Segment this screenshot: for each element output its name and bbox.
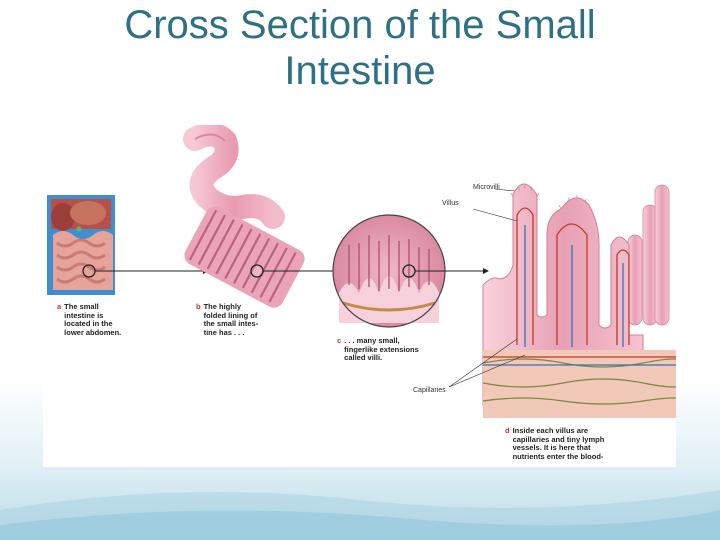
caption-c: c . . . many small, fingerlike extension… (337, 336, 419, 363)
caption-b-line-3: the small intes- (203, 319, 259, 329)
caption-d-line-1: Inside each villus are (512, 426, 589, 435)
slide-title-line-2: Intestine (284, 49, 436, 93)
capillaries-pointer-2 (448, 354, 526, 388)
caption-c-letter: c (337, 336, 342, 345)
caption-d-letter: d (505, 426, 510, 435)
abdomen-illustration (47, 195, 115, 295)
diagram-artwork (47, 125, 676, 418)
caption-b-line-2: folded lining of (203, 310, 258, 320)
villi-magnified-circle (332, 214, 446, 328)
caption-a-line-1: The small (64, 302, 99, 311)
microvilli-pointer (494, 188, 516, 192)
caption-c-line-2: fingerlike extensions (344, 344, 419, 354)
caption-a-letter: a (57, 302, 62, 311)
caption-b-line-1: The highly (203, 302, 242, 311)
caption-d-line-4: nutrients enter the blood- (512, 451, 604, 461)
caption-a-line-4: lower abdomen. (64, 327, 122, 337)
caption-c-line-1: . . . many small, (344, 336, 400, 345)
slide-background-wave (0, 490, 720, 540)
caption-d-line-3: vessels. It is here that (512, 443, 591, 453)
slide-title: Cross Section of the Small Intestine (0, 2, 720, 94)
villus-pointer (472, 208, 518, 222)
villus-detail-illustration (482, 183, 676, 418)
label-microvilli: Microvilli (473, 184, 500, 191)
caption-d: d Inside each villus are capillaries and… (505, 426, 605, 461)
callout-circle-b (250, 264, 264, 278)
label-villus: Villus (442, 200, 459, 207)
caption-a-line-3: located in the (64, 319, 113, 329)
caption-b: b The highly folded lining of the small … (196, 302, 259, 337)
caption-b-letter: b (196, 302, 201, 311)
caption-c-line-3: called villi. (344, 353, 383, 363)
caption-a: a The small intestine is located in the … (57, 302, 122, 337)
caption-b-line-4: tine has . . . (203, 327, 245, 337)
caption-d-line-2: capillaries and tiny lymph (512, 434, 605, 444)
capillaries-pointer-1 (448, 338, 518, 388)
intestine-diagram: Microvilli Villus Capillaries a The smal… (43, 125, 676, 467)
caption-a-line-2: intestine is (64, 310, 104, 320)
label-capillaries: Capillaries (413, 387, 446, 394)
slide-title-line-1: Cross Section of the Small (124, 3, 596, 47)
intestine-tube-illustration (183, 125, 305, 308)
